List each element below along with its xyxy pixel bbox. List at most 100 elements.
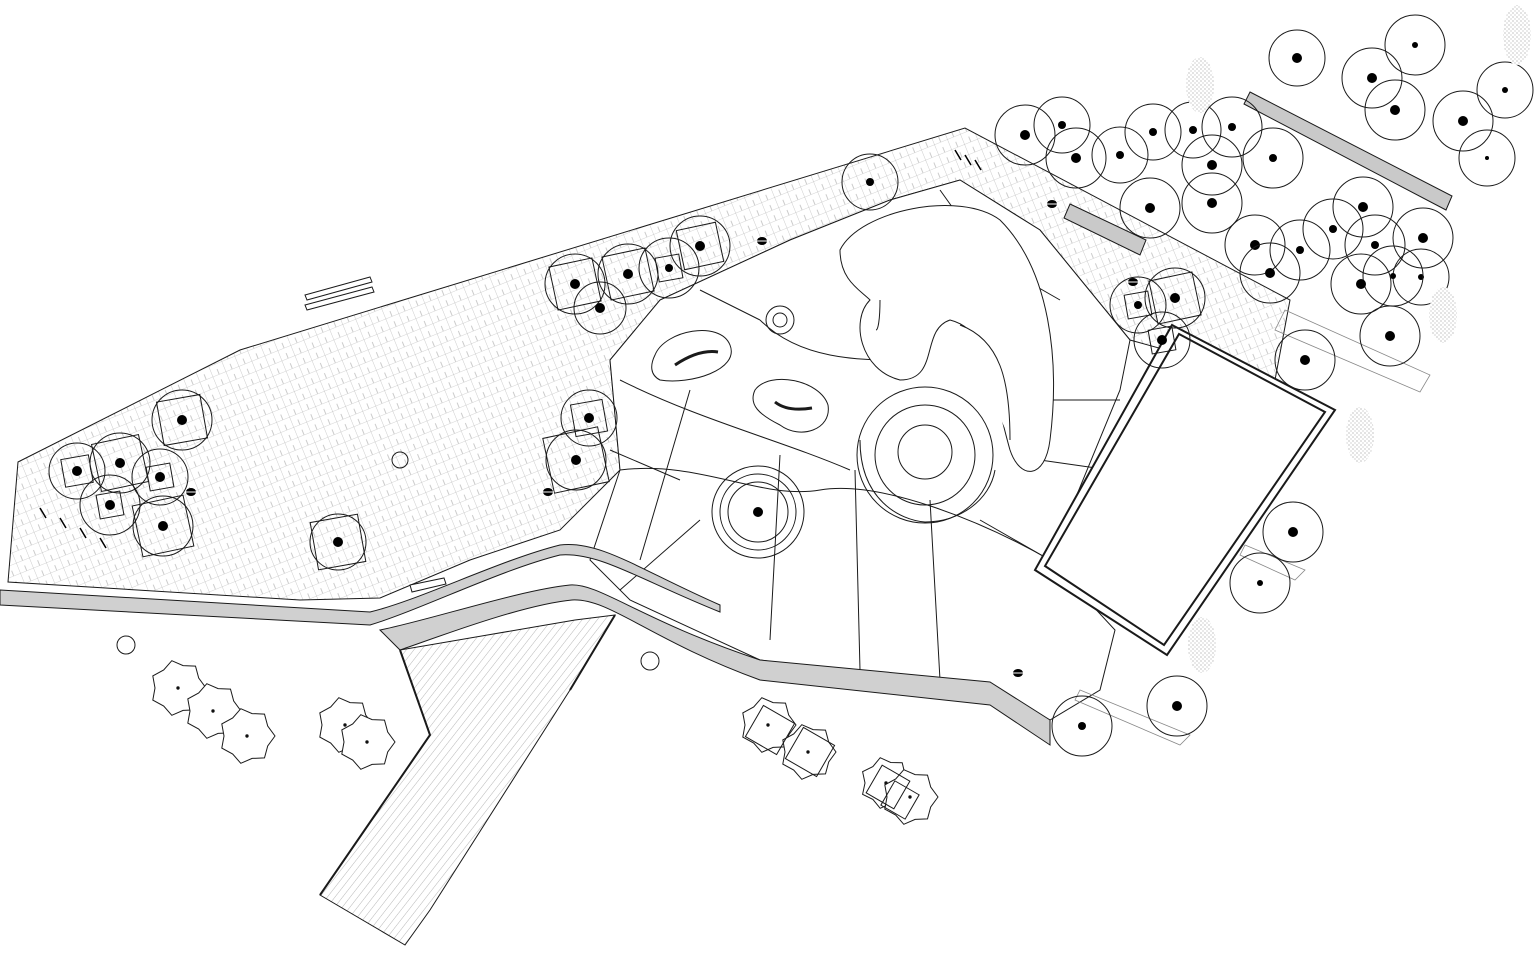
- circle-with-dot-icon: [1242, 127, 1304, 189]
- square-planter-icon: [90, 433, 150, 493]
- square-planter-icon: [1148, 271, 1202, 325]
- light-fixtures: [39, 149, 1139, 677]
- circle-with-dot-icon: [1224, 214, 1286, 276]
- circle-with-dot-icon: [1146, 675, 1208, 737]
- square-planter-icon: [880, 780, 920, 820]
- small-ring: [765, 305, 795, 335]
- bench-icon: [79, 527, 87, 539]
- circle-with-dot-icon: [1392, 207, 1454, 269]
- square-planter-icon: [675, 221, 725, 271]
- bench-icon: [954, 149, 962, 161]
- circle-with-dot-icon: [1432, 90, 1494, 152]
- scalloped-tree-icon: [221, 708, 276, 764]
- circle-with-dot-icon: [48, 442, 106, 500]
- canopy-trees: [48, 14, 1534, 757]
- bench-icon: [59, 517, 67, 529]
- square-planter-icon: [155, 393, 209, 447]
- swimming-pool: [1033, 323, 1337, 657]
- circle-with-dot-icon: [1302, 198, 1364, 260]
- circle-with-dot-icon: [1268, 29, 1326, 87]
- square-planter-icon: [1147, 325, 1177, 355]
- square-planter-icon: [654, 253, 684, 283]
- circle-with-dot-icon: [1181, 134, 1243, 196]
- bench-icon: [974, 159, 982, 171]
- round-shrub-icon: [640, 651, 660, 671]
- square-planter-icon: [601, 247, 655, 301]
- circle-with-dot-icon: [545, 429, 607, 491]
- square-planter-icon: [145, 462, 175, 492]
- circle-with-dot-icon: [753, 507, 763, 517]
- circle-with-dot-icon: [1344, 214, 1406, 276]
- light-fixture-icon: [1012, 669, 1024, 677]
- stippled-oval-icon: [1429, 287, 1457, 343]
- circle-with-dot-icon: [638, 237, 700, 299]
- circle-with-dot-icon: [1033, 96, 1091, 154]
- circle-with-dot-icon: [1091, 126, 1149, 184]
- square-planter-icon: [95, 490, 125, 520]
- bench-icon: [99, 537, 107, 549]
- circle-with-dot-icon: [1341, 47, 1403, 109]
- stippled-oval-icon: [1188, 617, 1216, 673]
- square-planter-icon: [131, 494, 195, 558]
- circle-with-dot-icon: [841, 153, 899, 211]
- stippled-oval-icon: [1503, 5, 1531, 65]
- circle-with-dot-icon: [1133, 311, 1191, 369]
- island-planters: [651, 205, 1054, 472]
- square-planter-icon: [744, 704, 796, 756]
- stippled-oval-icon: [1186, 57, 1214, 113]
- circle-with-dot-icon: [1458, 129, 1516, 187]
- circle-with-dot-icon: [573, 281, 627, 335]
- retaining-walls: [0, 543, 1051, 746]
- circle-with-dot-icon: [1274, 329, 1336, 391]
- circle-with-dot-icon: [1239, 242, 1301, 304]
- circle-with-dot-icon: [1269, 219, 1331, 281]
- square-planter-icon: [542, 426, 610, 494]
- circle-with-dot-icon: [1330, 253, 1392, 315]
- circle-with-dot-icon: [560, 389, 618, 447]
- pier: [319, 614, 616, 946]
- circle-with-dot-icon: [1476, 61, 1534, 119]
- square-planter-icon: [784, 726, 836, 778]
- stippled-oval-icon: [1346, 407, 1374, 463]
- circle-with-dot-icon: [1144, 267, 1206, 329]
- circular-features: [391, 305, 996, 559]
- circle-with-dot-icon: [151, 389, 213, 451]
- circle-with-dot-icon: [1051, 695, 1113, 757]
- light-fixture-icon: [542, 488, 554, 496]
- light-fixture-icon: [1046, 200, 1058, 208]
- circle-with-dot-icon: [131, 448, 189, 506]
- deciduous-trees: [152, 660, 939, 825]
- light-fixture-icon: [1127, 278, 1139, 286]
- square-planters: [60, 221, 1202, 820]
- shrubs: [116, 5, 1531, 673]
- bench-icon: [964, 154, 972, 166]
- circle-with-dot-icon: [1045, 127, 1107, 189]
- fountain-outer: [856, 386, 994, 524]
- square-planter-icon: [309, 513, 367, 571]
- light-fixture-icon: [756, 237, 768, 245]
- round-shrub-icon: [116, 635, 136, 655]
- circle-with-dot-icon: [1364, 79, 1426, 141]
- circle-with-dot-icon: [1109, 276, 1167, 334]
- circle-with-dot-icon: [1332, 176, 1394, 238]
- circle-with-dot-icon: [1384, 14, 1446, 76]
- circle-with-dot-icon: [1362, 245, 1424, 307]
- circle-with-dot-icon: [1181, 172, 1243, 234]
- square-planter-icon: [60, 454, 94, 488]
- circle-with-dot-icon: [79, 474, 141, 536]
- scalloped-tree-icon: [341, 714, 396, 770]
- square-planter-icon: [865, 764, 911, 810]
- circle-with-dot-icon: [1201, 96, 1263, 158]
- circle-with-dot-icon: [1262, 501, 1324, 563]
- circle-with-dot-icon: [1359, 305, 1421, 367]
- circle-with-dot-icon: [669, 215, 731, 277]
- scalloped-tree-icon: [884, 769, 939, 825]
- circle-with-dot-icon: [1119, 177, 1181, 239]
- circle-with-dot-icon: [309, 513, 367, 571]
- square-planter-icon: [569, 398, 609, 438]
- round-planter: [711, 465, 805, 559]
- bars: [304, 91, 1453, 593]
- light-fixture-icon: [185, 488, 197, 496]
- square-planter-icon: [1123, 290, 1153, 320]
